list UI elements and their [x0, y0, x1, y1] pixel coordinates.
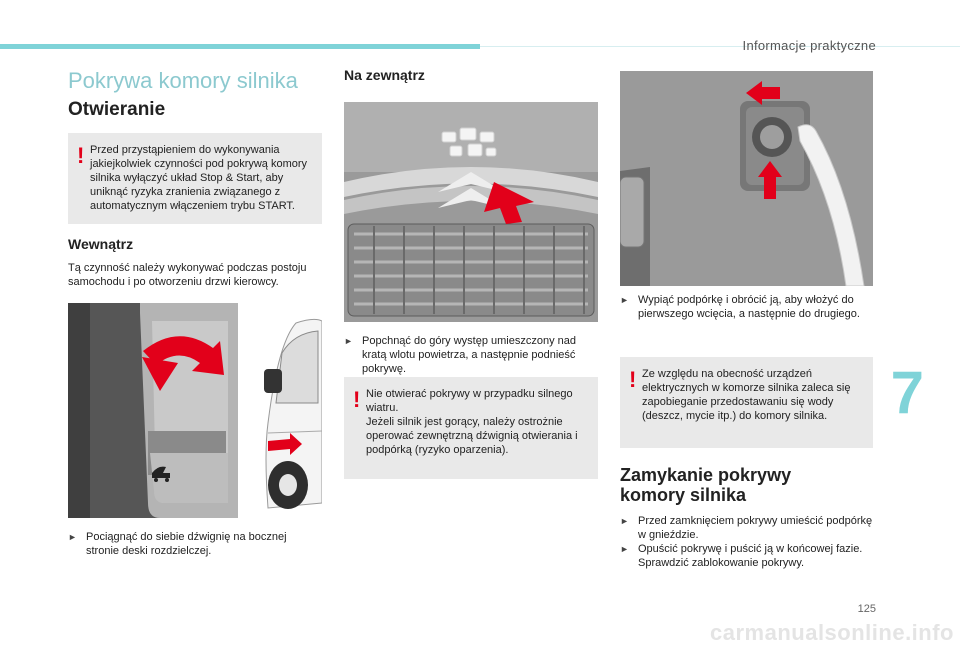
closing-step-2-text: Opuścić pokrywę i puścić ją w końcowej f…: [638, 543, 863, 569]
bullet-arrow-icon: ►: [68, 532, 77, 542]
outside-step: ► Popchnąć do góry występ umieszczony na…: [344, 334, 598, 378]
prop-step-text: Wypiąć podpórkę i obrócić ją, aby włożyć…: [638, 294, 860, 320]
outside-warning-text: Nie otwierać pokrywy w przypadku silnego…: [366, 388, 578, 456]
car-hood-icon: [152, 466, 170, 482]
exterior-grille-illustration: [344, 102, 598, 322]
hood-prop-illustration: [620, 71, 873, 286]
outside-warning-box: ! Nie otwierać pokrywy w przypadku silne…: [344, 377, 598, 479]
watermark: carmanualsonline.info: [710, 620, 954, 645]
warning-icon: !: [629, 367, 637, 392]
inside-step: ► Pociągnąć do siebie dźwignię na boczne…: [68, 530, 322, 560]
prop-warning-text: Ze względu na obecność urządzeń elektryc…: [642, 368, 851, 422]
opening-title: Otwieranie: [68, 99, 166, 120]
bullet-arrow-icon: ►: [620, 516, 629, 526]
closing-step-1: ► Przed zamknięciem pokrywy umieścić pod…: [620, 514, 873, 542]
warning-icon: !: [353, 387, 361, 412]
outside-step-text: Popchnąć do góry występ umieszczony nad …: [362, 335, 577, 375]
header-title: Informacje praktyczne: [742, 38, 876, 53]
header-divider: [480, 46, 960, 47]
warning-icon: !: [77, 143, 85, 168]
opening-warning-text: Przed przystąpieniem do wykonywania jaki…: [90, 144, 308, 212]
bullet-arrow-icon: ►: [344, 336, 353, 346]
outside-title: Na zewnątrz: [344, 67, 425, 83]
bullet-arrow-icon: ►: [620, 544, 629, 554]
opening-warning-box: ! Przed przystąpieniem do wykonywania ja…: [68, 133, 322, 224]
bullet-arrow-icon: ►: [620, 295, 629, 305]
inside-title: Wewnątrz: [68, 236, 134, 252]
prop-warning-box: ! Ze względu na obecność urządzeń elektr…: [620, 357, 873, 448]
inside-text: Tą czynność należy wykonywać podczas pos…: [68, 262, 307, 288]
inside-step-text: Pociągnąć do siebie dźwignię na bocznej …: [86, 531, 287, 557]
page-number: 125: [857, 603, 876, 615]
interior-lever-illustration: [68, 303, 322, 518]
prop-step: ► Wypiąć podpórkę i obrócić ją, aby włoż…: [620, 293, 873, 323]
section-title: Pokrywa komory silnika: [68, 68, 298, 93]
closing-title: Zamykanie pokrywy komory silnika: [620, 465, 792, 505]
closing-step-1-text: Przed zamknięciem pokrywy umieścić podpó…: [638, 515, 873, 541]
chapter-number: 7: [890, 359, 924, 426]
closing-step-2: ► Opuścić pokrywę i puścić ją w końcowej…: [620, 542, 873, 570]
header-accent-bar: [0, 44, 480, 49]
